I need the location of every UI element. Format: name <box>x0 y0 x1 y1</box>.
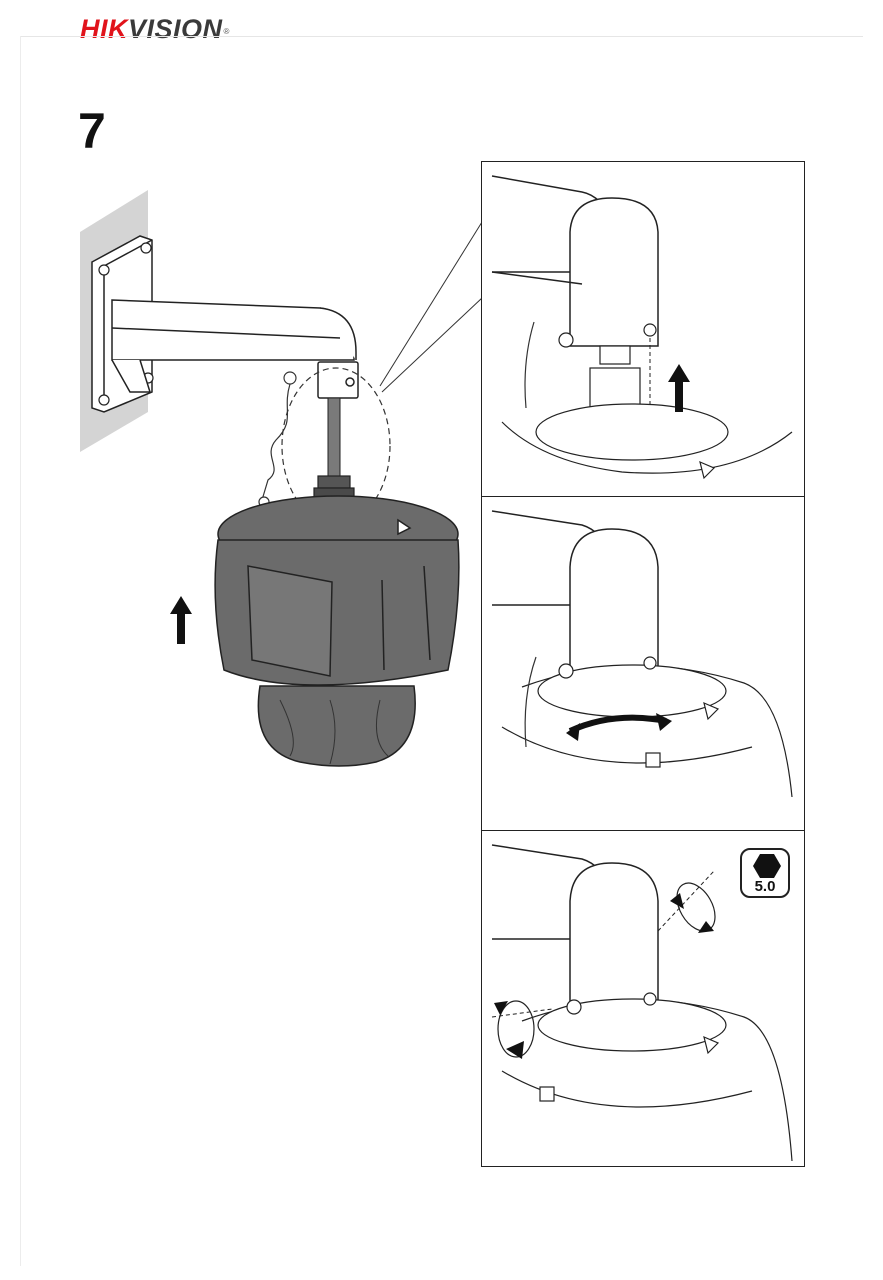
hex-key-size: 5.0 <box>742 878 788 895</box>
rotate-illustration <box>482 497 805 832</box>
hex-key-icon <box>752 853 782 879</box>
arm-end-cap <box>318 362 358 398</box>
detail-panel-detach <box>481 161 805 498</box>
double-arrow <box>570 718 666 731</box>
safety-lanyard <box>259 372 296 507</box>
callout-line-2 <box>382 298 482 392</box>
pendant-pipe <box>328 398 340 478</box>
callout-line-1 <box>380 222 482 386</box>
hex-key-badge: 5.0 <box>740 848 790 898</box>
detach-illustration <box>482 162 805 498</box>
lift-up-arrow <box>170 596 192 644</box>
detail-panel-rotate <box>481 496 805 832</box>
rotation-arrow-right <box>669 876 723 937</box>
dome-camera-housing <box>215 496 459 685</box>
up-arrow <box>668 364 690 412</box>
dome-camera-lens-bubble <box>258 686 415 766</box>
